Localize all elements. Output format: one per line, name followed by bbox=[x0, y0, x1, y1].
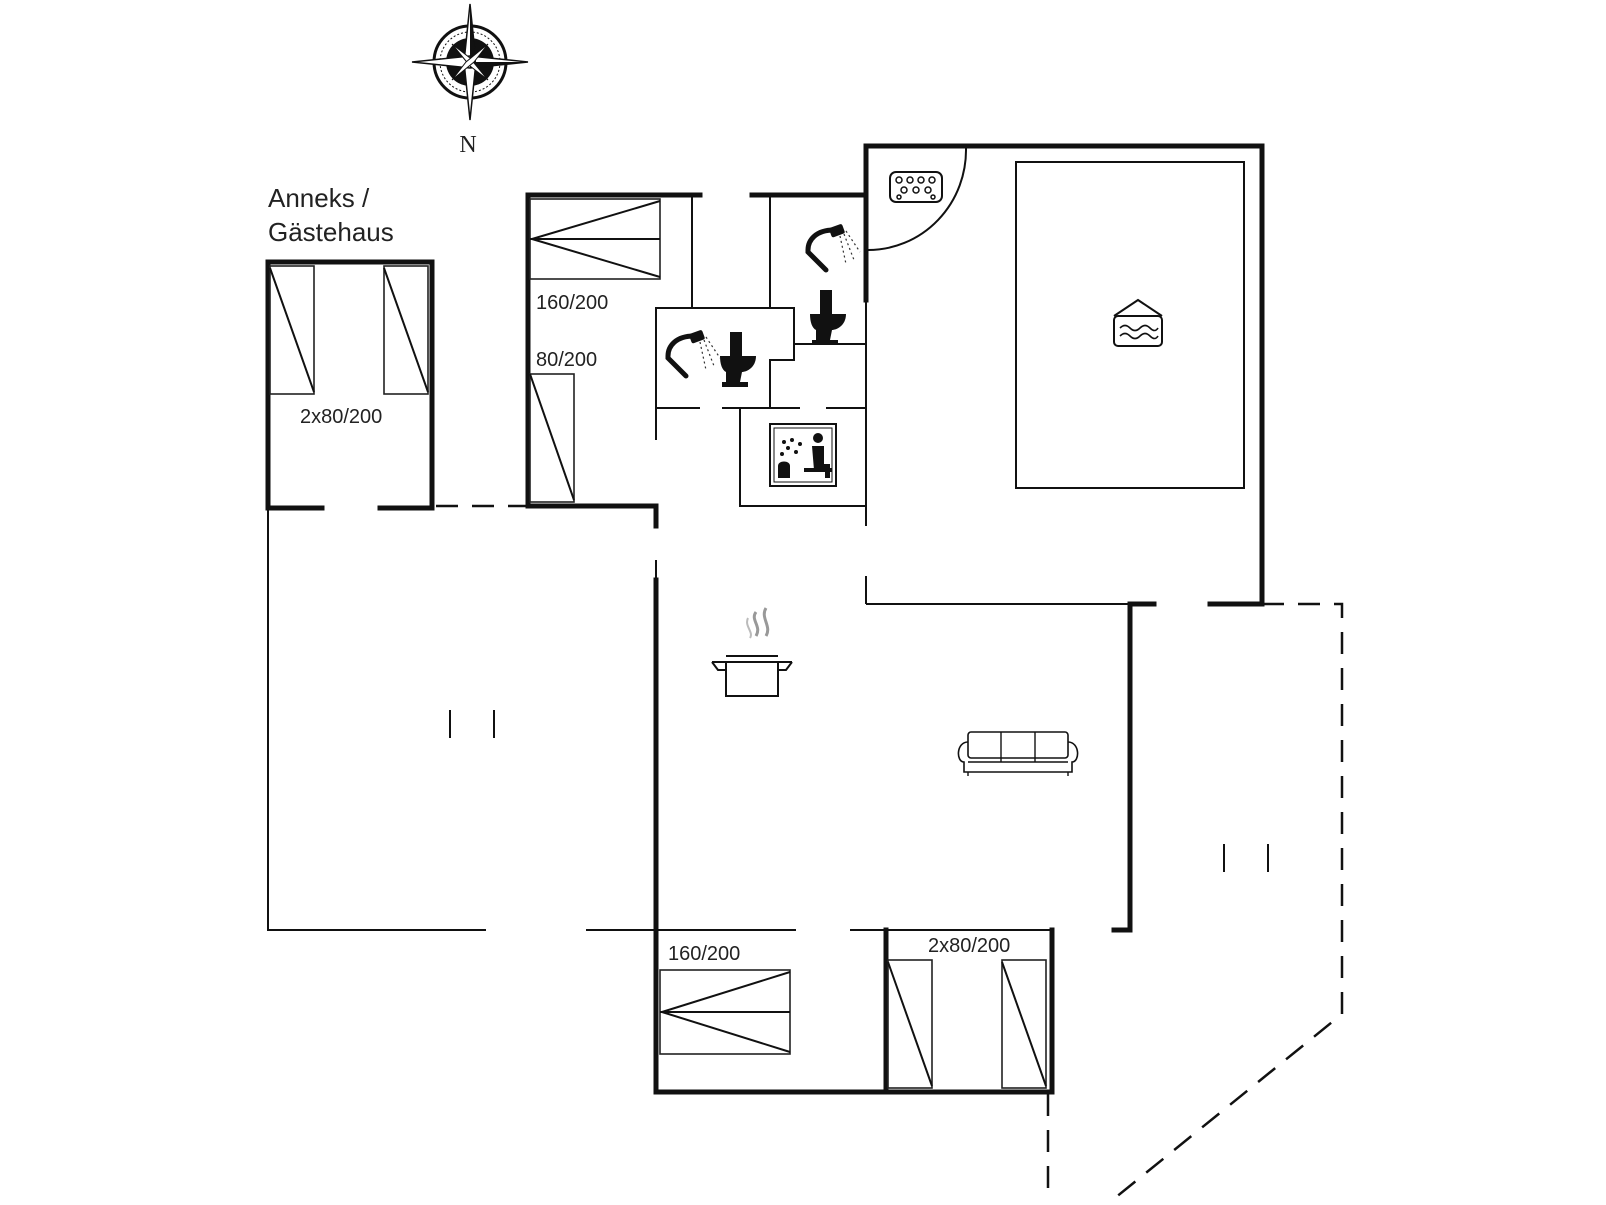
bed-label-south-twin: 2x80/200 bbox=[928, 935, 1010, 957]
annex-walls bbox=[265, 259, 435, 511]
toilet-icon bbox=[720, 332, 756, 387]
annex-title-line2: Gästehaus bbox=[268, 217, 394, 247]
main-walls bbox=[653, 143, 1265, 1095]
bed-double-north bbox=[529, 198, 661, 280]
bed-single-north bbox=[529, 373, 575, 503]
bed-label-north-double: 160/200 bbox=[536, 292, 608, 314]
bed-label-north-single: 80/200 bbox=[536, 349, 597, 371]
spa-tub bbox=[867, 147, 968, 251]
sauna-icon bbox=[769, 423, 837, 487]
spa-tub-icon bbox=[889, 171, 943, 203]
door-icon bbox=[449, 710, 495, 738]
sofa-icon bbox=[957, 731, 1079, 776]
annex-bed-label: 2x80/200 bbox=[300, 406, 382, 428]
bed-single-south-right bbox=[1001, 959, 1047, 1089]
sauna-room-walls bbox=[739, 408, 866, 507]
toilet-icon bbox=[810, 290, 846, 345]
terrace-right bbox=[1046, 602, 1344, 1203]
annex-bed-left bbox=[269, 265, 315, 395]
shower-icon bbox=[665, 330, 721, 379]
cooking-pot-icon bbox=[711, 607, 793, 697]
annex-bed-right bbox=[383, 265, 429, 395]
shower-icon bbox=[805, 224, 861, 273]
bathroom-1-walls bbox=[655, 307, 795, 440]
bathroom-2-walls bbox=[770, 343, 866, 409]
north-label: N bbox=[459, 132, 476, 158]
door-icon bbox=[1223, 844, 1269, 872]
bedroom-north-walls bbox=[525, 192, 703, 529]
bed-label-south-double: 160/200 bbox=[668, 943, 740, 965]
compass-icon bbox=[411, 3, 529, 121]
bed-double-south bbox=[659, 969, 791, 1055]
pool-icon bbox=[1113, 298, 1163, 347]
corridor-walls bbox=[655, 192, 869, 580]
bed-single-south-left bbox=[887, 959, 933, 1089]
terrace-left bbox=[267, 510, 656, 931]
pool-basin bbox=[1015, 161, 1245, 489]
annex-title-line1: Anneks / bbox=[268, 183, 370, 213]
bedroom-south-walls bbox=[653, 927, 1055, 1095]
